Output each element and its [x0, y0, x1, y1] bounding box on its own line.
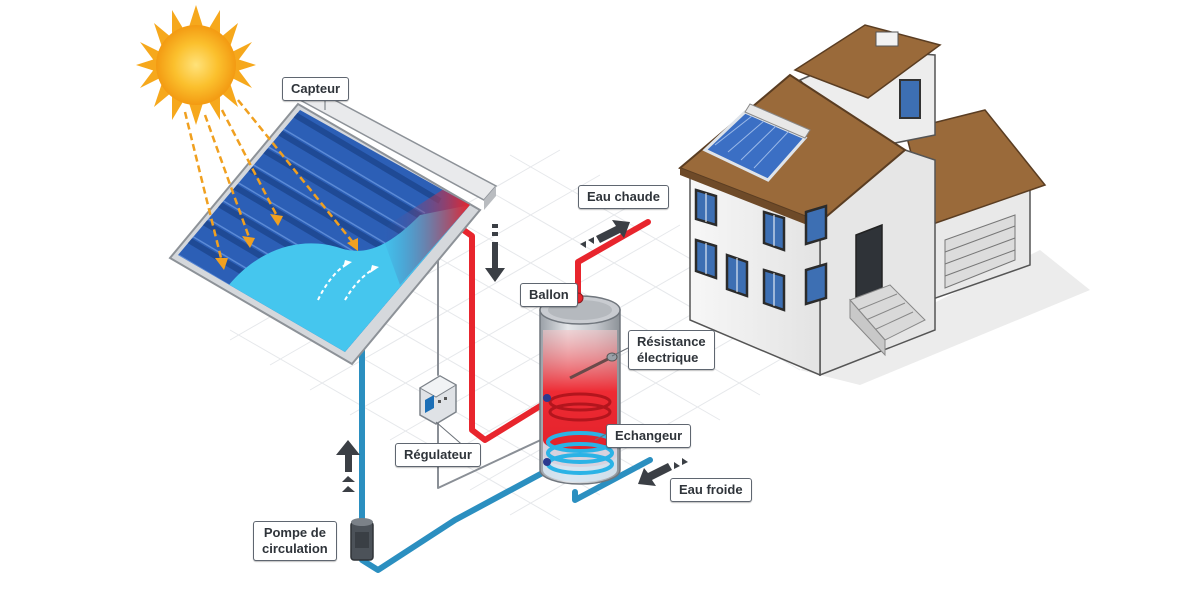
label-capteur: Capteur — [282, 77, 350, 101]
up-arrow-icon — [336, 440, 360, 492]
right-arrow-icon — [580, 220, 630, 248]
label-regulateur: Régulateur — [395, 443, 481, 467]
label-pompe-line2: circulation — [262, 541, 328, 556]
label-regulateur-text: Régulateur — [404, 447, 472, 462]
hot-coil — [548, 392, 612, 422]
left-arrow-icon — [638, 458, 688, 486]
label-pompe-line1: Pompe de — [263, 525, 326, 540]
regulator-box — [419, 375, 457, 425]
label-pompe: Pompe de circulation — [253, 521, 337, 561]
label-ballon: Ballon — [520, 283, 578, 307]
solar-collector — [168, 87, 498, 366]
label-eau-froide: Eau froide — [670, 478, 752, 502]
cold-inlet-pipe — [572, 457, 653, 503]
label-echangeur-text: Echangeur — [615, 428, 683, 443]
garage-door — [944, 214, 1016, 289]
label-eau-chaude-text: Eau chaude — [587, 189, 660, 204]
label-eau-chaude: Eau chaude — [578, 185, 669, 209]
label-resistance: Résistance électrique — [628, 330, 715, 370]
chimney — [875, 31, 899, 47]
sun-ray-heads — [215, 214, 358, 270]
house-upper-roof — [793, 24, 942, 99]
label-resistance-line1: Résistance — [637, 334, 706, 349]
down-arrow-icon — [485, 224, 505, 282]
sun-icon — [136, 5, 256, 125]
roof-solar-panel — [702, 103, 811, 182]
flow-arrows — [317, 264, 373, 301]
circulation-pump — [350, 518, 374, 561]
storage-tank — [539, 292, 621, 485]
label-capteur-text: Capteur — [291, 81, 341, 96]
sun-rays — [183, 99, 356, 263]
label-eau-froide-text: Eau froide — [679, 482, 743, 497]
label-echangeur: Echangeur — [606, 424, 692, 448]
roof-edge — [680, 168, 820, 230]
label-ballon-text: Ballon — [529, 287, 569, 302]
house — [678, 24, 1047, 377]
house-stairs — [849, 284, 926, 357]
upper-window — [899, 79, 921, 119]
cold-return-pipe — [359, 457, 553, 573]
house-door — [855, 223, 883, 302]
hot-zone — [380, 185, 470, 285]
label-resistance-line2: électrique — [637, 350, 699, 365]
house-windows — [694, 188, 828, 312]
hot-pipe — [452, 221, 553, 443]
